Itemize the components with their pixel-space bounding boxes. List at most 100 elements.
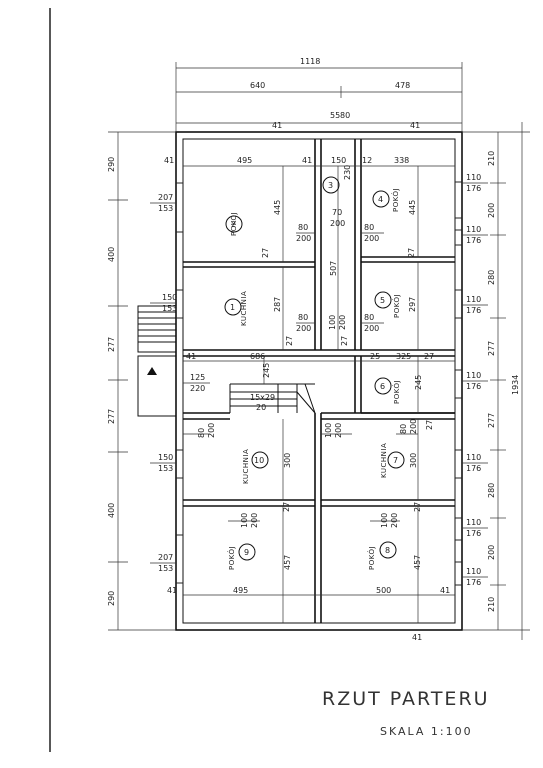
dim-wall-41g: 41	[412, 633, 422, 642]
dim-w325: 325	[396, 352, 411, 361]
door-8-w: 100	[240, 513, 249, 528]
interior-walls	[183, 139, 455, 623]
dim-h297: 297	[408, 297, 417, 312]
win-left-1-h: 153	[158, 204, 173, 213]
door-11-w: 100	[328, 315, 337, 330]
dim-left-width: 640	[250, 81, 265, 90]
dim-w686: 686	[250, 352, 265, 361]
dim-right-200-top: 200	[487, 203, 496, 218]
dim-top-55: 55	[330, 111, 340, 120]
dim-h457-r8: 457	[413, 555, 422, 570]
door-10-h: 200	[409, 419, 418, 434]
dim-wall-41a: 41	[272, 121, 282, 130]
dim-right-width: 478	[395, 81, 410, 90]
room-8-number: 8	[385, 546, 390, 555]
door-3-w: 70	[332, 208, 342, 217]
dim-left-400-top: 400	[107, 247, 116, 262]
dim-27-e: 27	[282, 502, 291, 512]
win-right-1-h: 176	[466, 184, 481, 193]
dim-w495-top: 495	[237, 156, 252, 165]
win-right-7-w: 110	[466, 567, 481, 576]
door-9-h: 200	[390, 513, 399, 528]
stair-20: 20	[256, 403, 266, 412]
drawing-title: RZUT PARTERU	[322, 688, 490, 710]
dim-27-d: 27	[425, 420, 434, 430]
win-left-3-w: 125	[190, 373, 205, 382]
window-ticks	[176, 181, 462, 586]
door-4-h: 200	[364, 234, 379, 243]
dim-w338: 338	[394, 156, 409, 165]
room-9-label: POKÓJ	[227, 546, 236, 570]
room-4: 4 POKÓJ	[378, 188, 400, 212]
room-7: 7 KUCHNIA	[380, 443, 398, 478]
door-6-h: 200	[207, 423, 216, 438]
room-9: 9 POKÓJ	[227, 546, 249, 570]
dim-left-400-bot: 400	[107, 503, 116, 518]
win-right-6-h: 176	[466, 529, 481, 538]
dim-overall-width: 1118	[300, 57, 320, 66]
dim-w500: 500	[376, 586, 391, 595]
door-2-w: 80	[298, 313, 308, 322]
win-right-2-w: 110	[466, 225, 481, 234]
dim-overall-height: 1934	[511, 375, 520, 395]
dim-h245-r6: 245	[414, 375, 423, 390]
dim-right-277-b: 277	[487, 413, 496, 428]
door-7-h: 200	[334, 423, 343, 438]
room-2-number: 2	[231, 220, 236, 229]
win-right-3-w: 110	[466, 295, 481, 304]
win-left-4-h: 153	[158, 464, 173, 473]
door-2-h: 200	[296, 324, 311, 333]
dim-w150: 150	[331, 156, 346, 165]
win-right-4-h: 176	[466, 382, 481, 391]
win-left-1-w: 207	[158, 193, 173, 202]
dim-wall-41e: 41	[167, 586, 177, 595]
dim-w25: 25	[370, 352, 380, 361]
room-2-label: POKÓJ	[229, 212, 238, 236]
win-left-4-w: 150	[158, 453, 173, 462]
room-3: 3	[328, 181, 333, 190]
dim-wall-41b: 41	[410, 121, 420, 130]
win-right-7-h: 176	[466, 578, 481, 587]
room-5-number: 5	[380, 296, 385, 305]
door-7-w: 100	[324, 423, 333, 438]
win-right-6-w: 110	[466, 518, 481, 527]
dim-wall-41c: 41	[164, 156, 174, 165]
dim-h457-r9: 457	[283, 555, 292, 570]
door-1-w: 80	[298, 223, 308, 232]
room-8: 8 POKÓJ	[367, 546, 390, 570]
door-5-w: 80	[364, 313, 374, 322]
dim-h300-r10: 300	[283, 453, 292, 468]
win-right-3-h: 176	[466, 306, 481, 315]
win-right-2-h: 176	[466, 236, 481, 245]
door-5-h: 200	[364, 324, 379, 333]
dim-top-80: 80	[340, 111, 350, 120]
room-7-label: KUCHNIA	[380, 443, 388, 478]
room-7-number: 7	[393, 456, 398, 465]
dim-left-290-top: 290	[107, 157, 116, 172]
win-left-3-h: 220	[190, 384, 205, 393]
stair-size: 15x29	[250, 393, 275, 402]
win-right-4-w: 110	[466, 371, 481, 380]
dim-h300-r7: 300	[409, 453, 418, 468]
win-left-5-h: 153	[158, 564, 173, 573]
dim-27-a: 27	[261, 248, 270, 258]
door-10-w: 80	[399, 424, 408, 434]
room-8-label: POKÓJ	[367, 546, 376, 570]
room-5: 5 POKÓJ	[380, 294, 401, 318]
dim-left-277-b: 277	[107, 409, 116, 424]
dim-27-c: 27	[285, 336, 294, 346]
room-1-label: KUCHNIA	[240, 291, 248, 326]
dim-w12: 12	[362, 156, 372, 165]
win-right-1-w: 110	[466, 173, 481, 182]
room-5-label: POKÓJ	[392, 294, 401, 318]
dim-wall-41d: 41	[302, 156, 312, 165]
dim-right-210-bot: 210	[487, 597, 496, 612]
room-6-number: 6	[380, 382, 385, 391]
dim-w27-mid: 27	[424, 352, 434, 361]
dim-27-b: 27	[407, 248, 416, 258]
dim-right-280-bot: 280	[487, 483, 496, 498]
room-6: 6 POKÓJ	[380, 380, 401, 404]
door-9-w: 100	[380, 513, 389, 528]
dim-right-210-top: 210	[487, 151, 496, 166]
